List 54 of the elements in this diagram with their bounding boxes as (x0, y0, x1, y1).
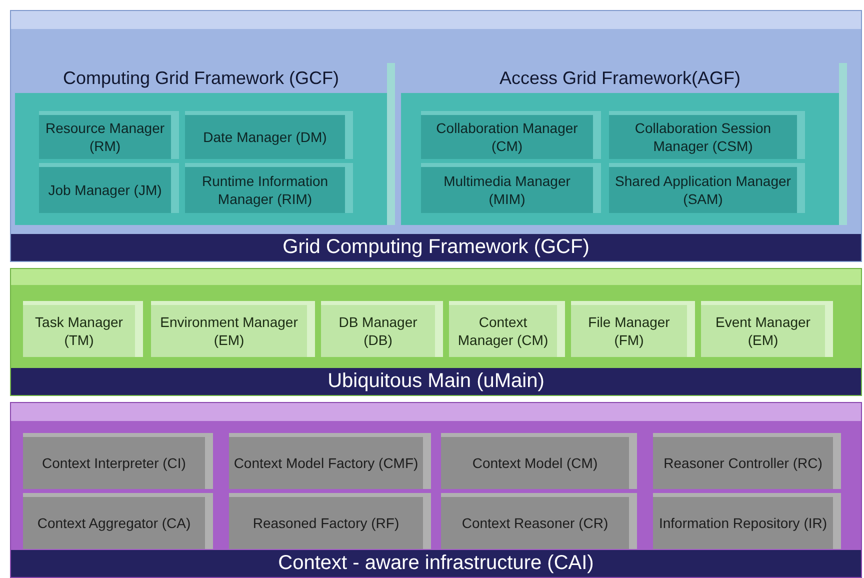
module-box (421, 111, 601, 159)
module-label: Context Aggregator (CA) (37, 514, 191, 532)
module-box (185, 111, 353, 159)
module-label: Reasoner Controller (RC) (664, 454, 822, 472)
module-label: Shared Application Manager (SAM) (614, 172, 792, 208)
module-box (151, 301, 315, 357)
module-label: Multimedia Manager (MIM) (442, 172, 572, 208)
module-box (441, 433, 637, 489)
module-label: Task Manager (TM) (34, 313, 124, 349)
framework-title: Access Grid Framework(AGF) (498, 67, 742, 90)
module-label: Resource Manager (RM) (44, 119, 166, 155)
module-box (39, 111, 179, 159)
module-label: Information Repository (IR) (658, 514, 828, 532)
layer-title: Grid Computing Framework (GCF) (11, 234, 861, 261)
module-label: Job Manager (JM) (48, 181, 162, 199)
module-box (441, 493, 637, 549)
module-label: Collaboration Session Manager (CSM) (634, 119, 772, 155)
module-label: Reasoned Factory (RF) (252, 514, 400, 532)
module-label: File Manager (FM) (587, 313, 671, 349)
module-box (23, 493, 213, 549)
module-label: Context Model Factory (CMF) (234, 454, 418, 472)
module-box (229, 433, 431, 489)
module-label: Date Manager (DM) (203, 128, 327, 146)
module-box (609, 163, 805, 213)
layer-slab (10, 402, 862, 578)
module-label: Context Manager (CM) (456, 313, 550, 349)
module-box (185, 163, 353, 213)
module-box (23, 301, 143, 357)
framework-panel (15, 63, 395, 225)
module-label: DB Manager (DB) (338, 313, 418, 349)
module-label: Context Interpreter (CI) (42, 454, 186, 472)
module-box (609, 111, 805, 159)
module-box (653, 433, 841, 489)
layer-title: Ubiquitous Main (uMain) (11, 368, 861, 395)
module-label: Runtime Information Manager (RIM) (200, 172, 330, 208)
framework-panel (401, 63, 847, 225)
layer-slab (10, 10, 862, 262)
module-box (39, 163, 179, 213)
module-box (571, 301, 695, 357)
module-label: Environment Manager (EM) (159, 313, 299, 349)
module-box (449, 301, 565, 357)
module-box (23, 433, 213, 489)
module-label: Event Manager (EM) (714, 313, 812, 349)
module-label: Collaboration Manager (CM) (435, 119, 579, 155)
module-label: Context Reasoner (CR) (462, 514, 608, 532)
module-box (321, 301, 443, 357)
module-label: Context Model (CM) (472, 454, 598, 472)
module-box (421, 163, 601, 213)
module-box (653, 493, 841, 549)
module-box (229, 493, 431, 549)
layer-title: Context - aware infrastructure (CAI) (11, 550, 861, 577)
module-box (701, 301, 833, 357)
layer-slab (10, 268, 862, 396)
framework-title: Computing Grid Framework (GCF) (62, 67, 340, 90)
